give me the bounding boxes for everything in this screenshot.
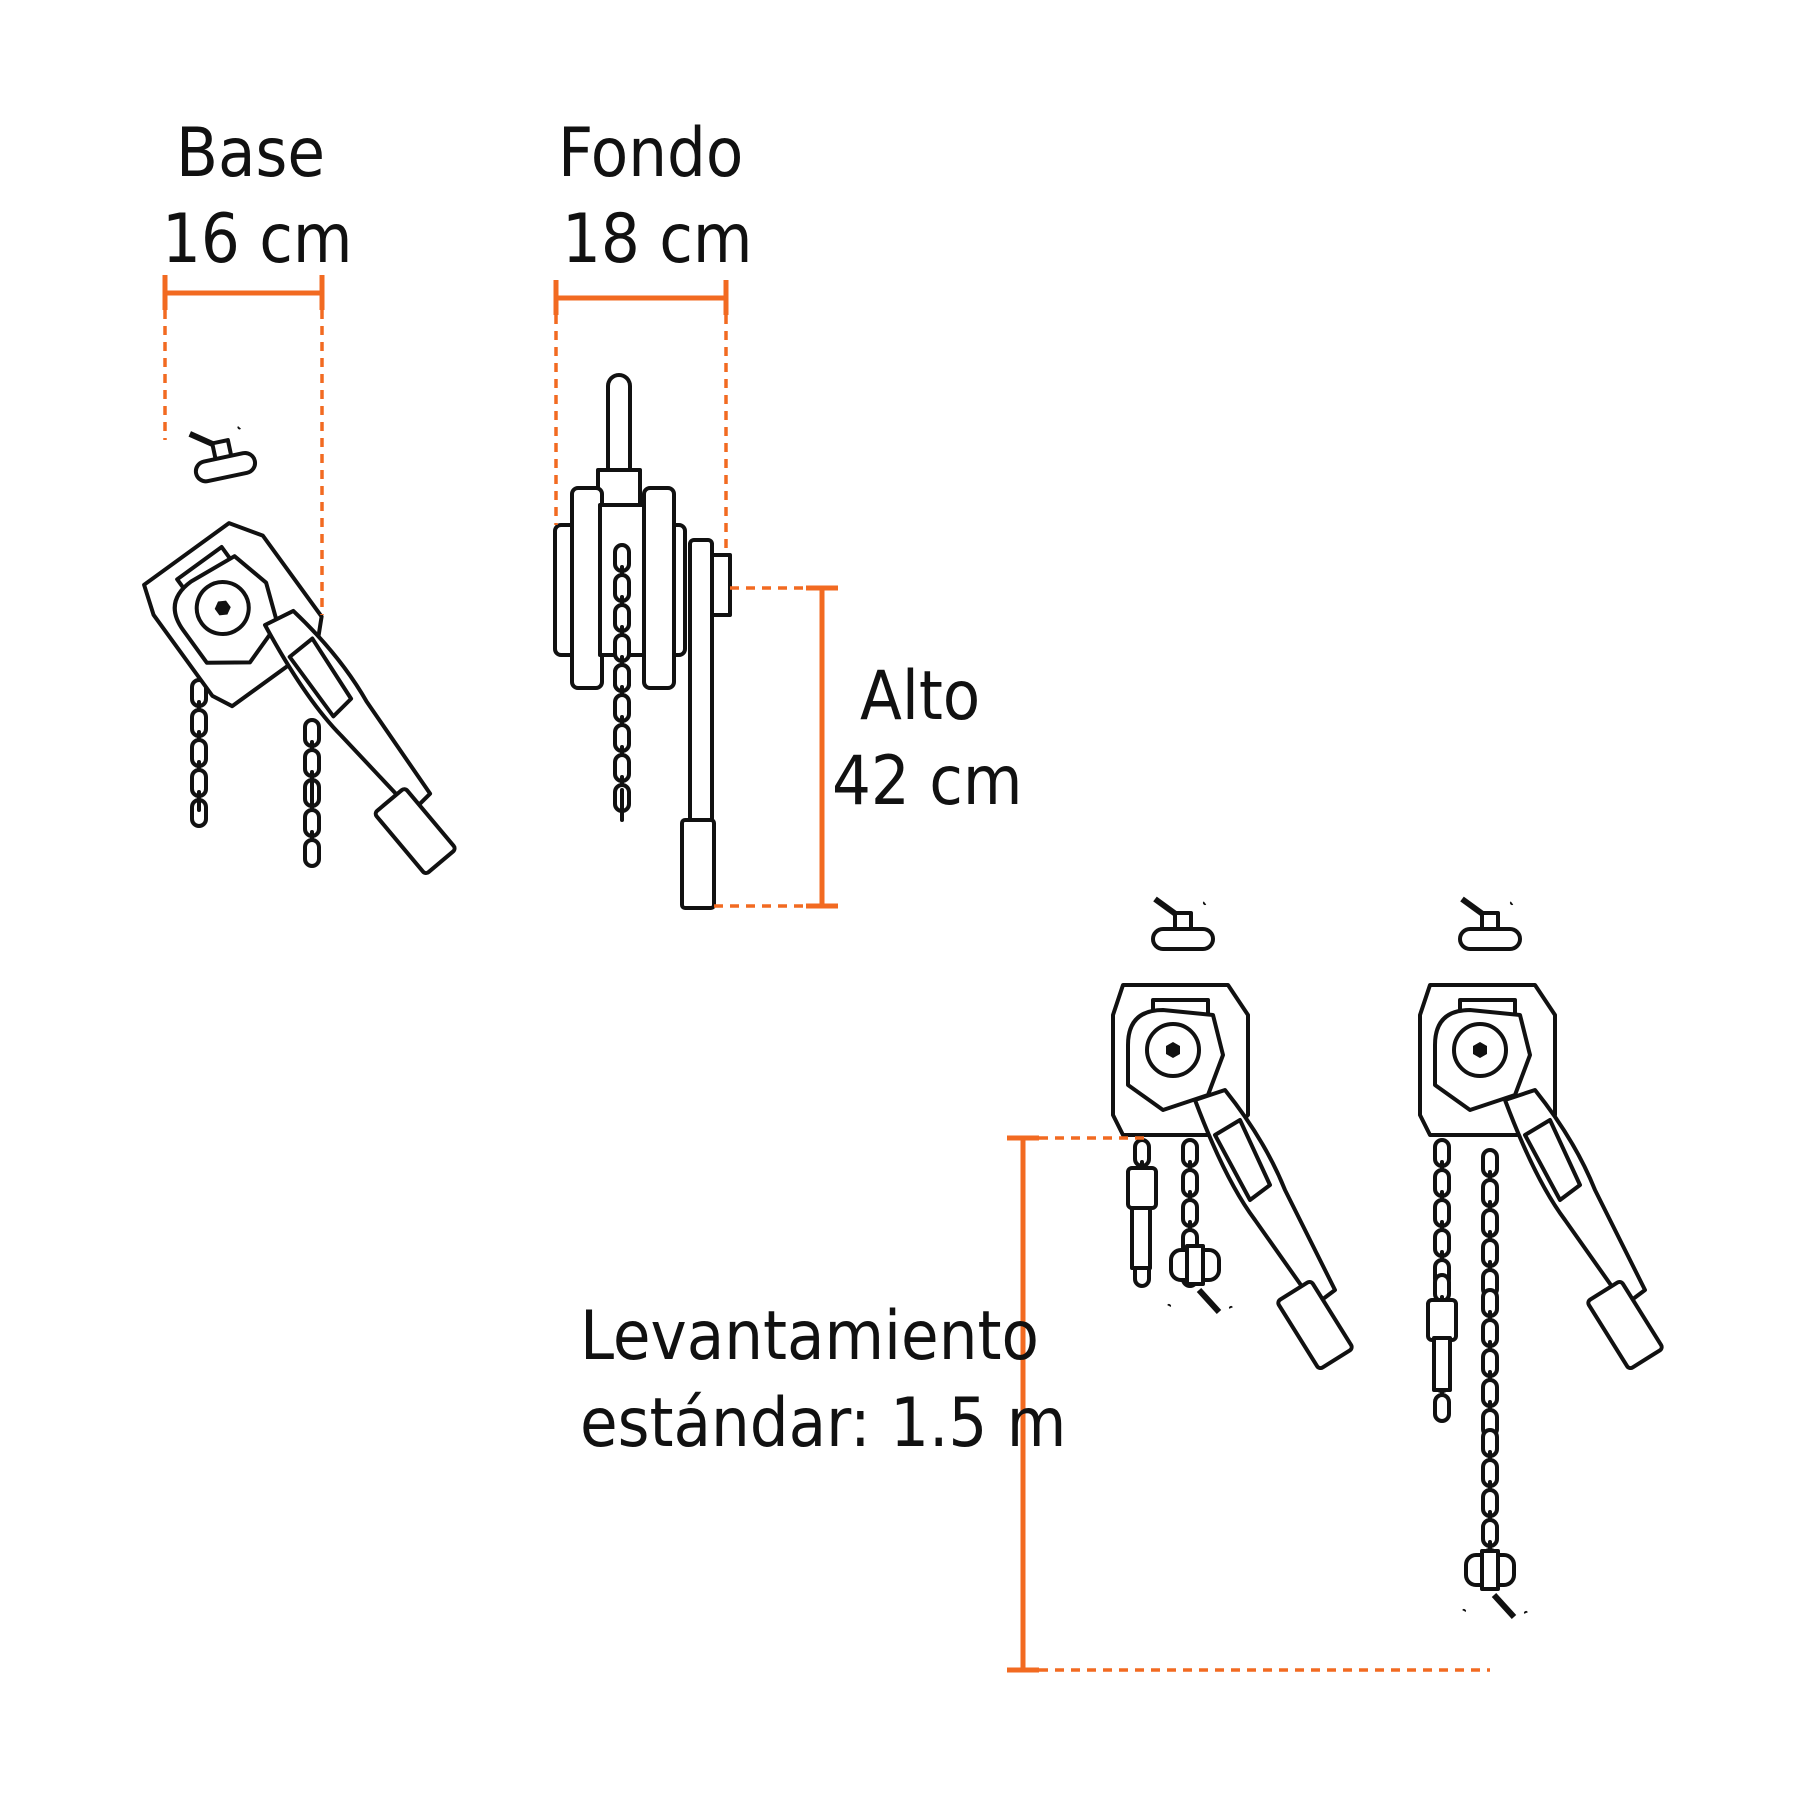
lift-dimension — [1007, 1135, 1490, 1673]
fondo-dimension — [553, 280, 729, 550]
base-label: Base — [176, 114, 325, 193]
alto-label: Alto — [860, 657, 981, 736]
base-dimension — [162, 275, 325, 615]
fondo-label: Fondo — [558, 114, 744, 193]
base-value: 16 cm — [162, 200, 353, 279]
fondo-value: 18 cm — [562, 200, 753, 279]
hoist-front-tilted-illustration — [136, 361, 462, 894]
lift-label: Levantamiento — [580, 1297, 1039, 1376]
hoist-retracted-illustration — [1111, 839, 1356, 1372]
alto-dimension — [714, 585, 838, 909]
hoist-side-illustration — [553, 373, 732, 910]
lift-value: estándar: 1.5 m — [580, 1384, 1067, 1463]
hoist-extended-illustration — [1418, 839, 1666, 1660]
alto-value: 42 cm — [832, 742, 1023, 821]
